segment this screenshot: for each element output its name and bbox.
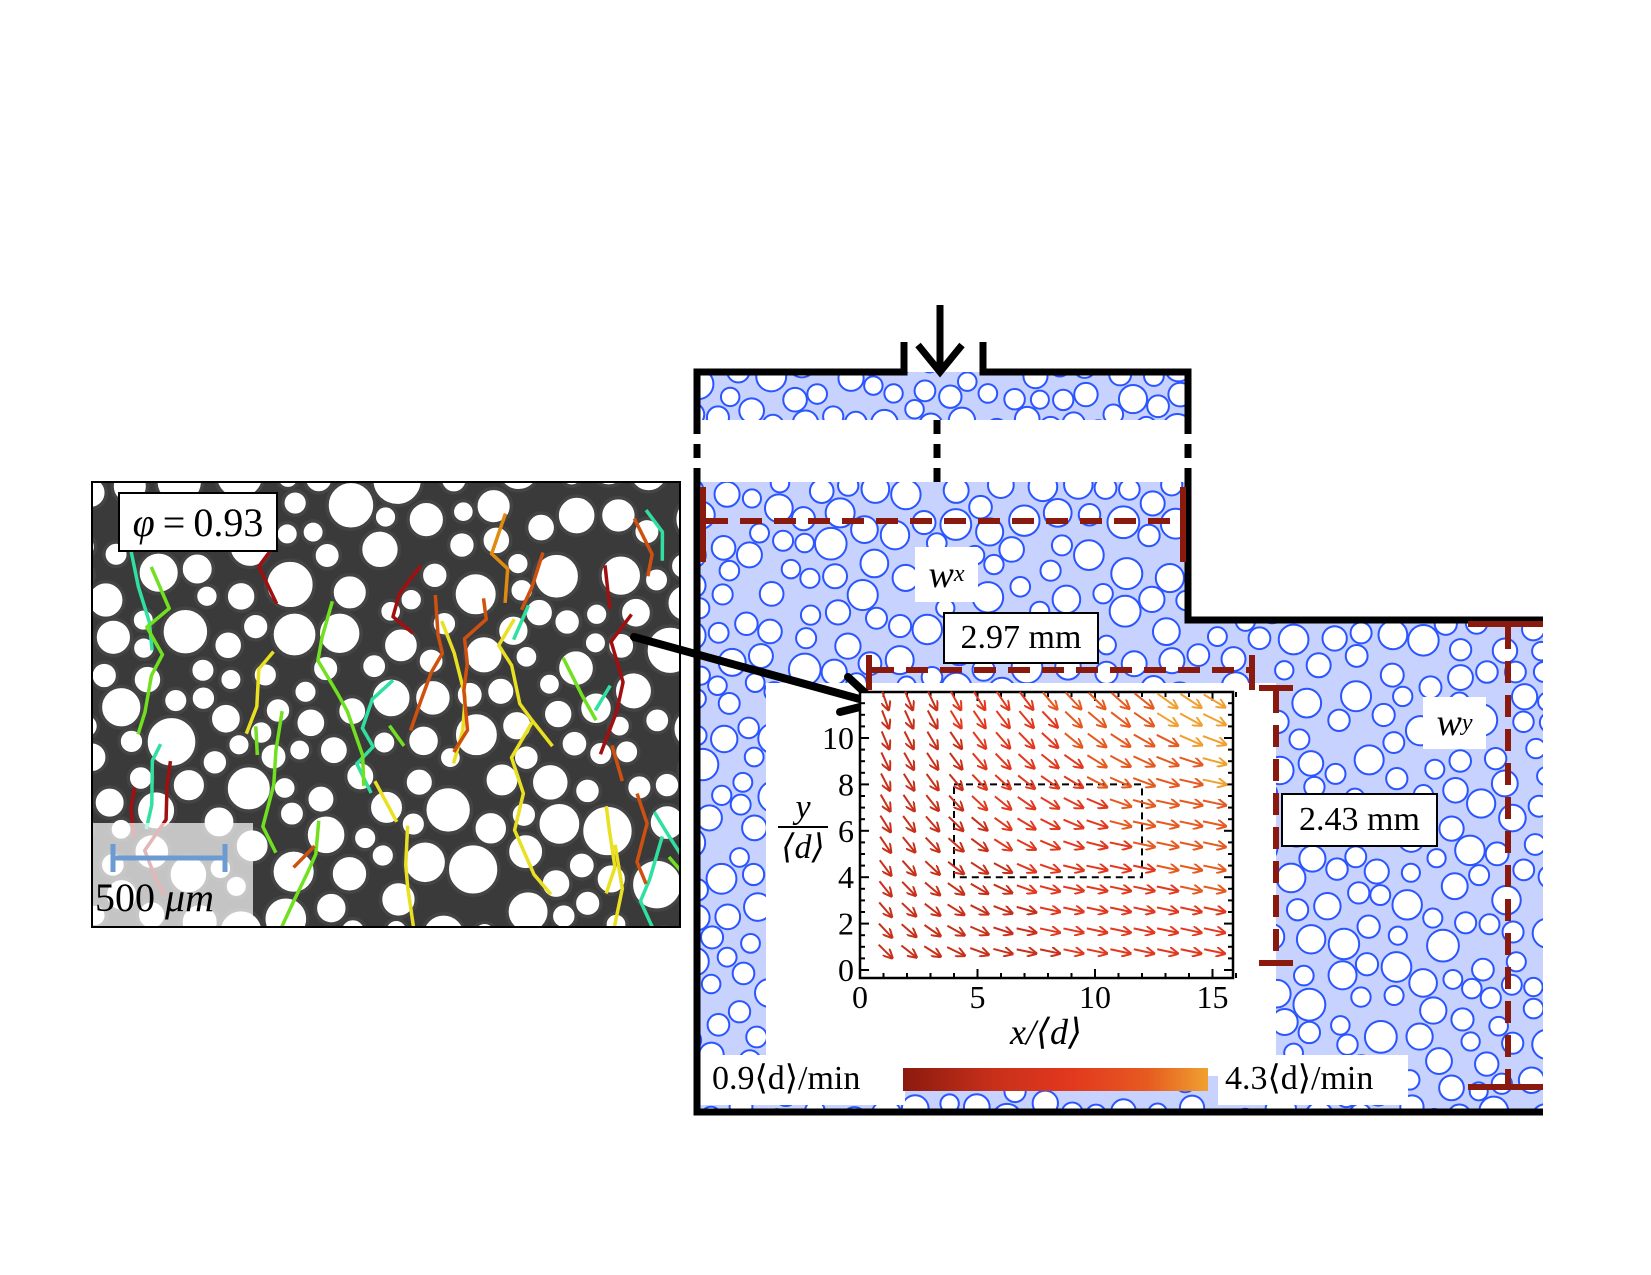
phi-value: 0.93 <box>193 499 264 545</box>
svg-text:4: 4 <box>838 859 854 895</box>
svg-text:15: 15 <box>1197 979 1229 1015</box>
bubble-micrograph-panel: φ = 0.93 500 μm <box>91 481 681 928</box>
inlet-down-arrow-icon <box>915 305 965 378</box>
phi-symbol: φ <box>132 499 155 545</box>
inset-width-bracket <box>866 655 1255 690</box>
svg-text:6: 6 <box>838 813 854 849</box>
channel-walls <box>693 342 1543 1116</box>
svg-text:10: 10 <box>822 720 854 756</box>
y-axis-label: y ⟨d⟩ <box>778 790 828 868</box>
wx-dimension-line <box>700 487 1186 562</box>
svg-text:5: 5 <box>970 979 986 1015</box>
wy-dimension-line <box>1468 621 1543 1090</box>
svg-text:10: 10 <box>1079 979 1111 1015</box>
velocity-quiver-plot: 0 5 10 15 0 2 4 6 8 10 <box>822 690 1237 1015</box>
svg-text:0: 0 <box>852 979 868 1015</box>
scale-bar <box>110 844 228 872</box>
x-axis-label: x/⟨d⟩ <box>1010 1012 1083 1052</box>
colorbar-max-label: 4.3⟨d⟩/min <box>1225 1060 1374 1097</box>
inset-height-bracket <box>1259 685 1293 966</box>
scale-bar-label: 500 μm <box>95 875 214 920</box>
channel-width-y-value: 2.43 mm <box>1281 793 1438 847</box>
scale-bar-background <box>93 823 253 926</box>
svg-text:0: 0 <box>838 952 854 988</box>
colorbar-min-label: 0.9⟨d⟩/min <box>712 1060 861 1097</box>
colorbar <box>903 1068 1208 1091</box>
svg-text:8: 8 <box>838 766 854 802</box>
svg-text:2: 2 <box>838 906 854 942</box>
packing-fraction-label: φ = 0.93 <box>118 492 278 552</box>
channel-width-x-value: 2.97 mm <box>943 612 1099 664</box>
droplets-inlet-region <box>697 372 1188 420</box>
